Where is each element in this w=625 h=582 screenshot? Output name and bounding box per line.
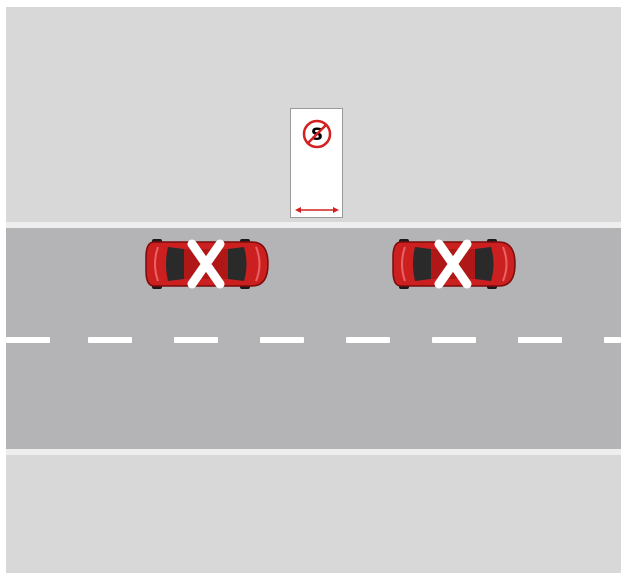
- lane-dash: [346, 337, 390, 343]
- lane-dash: [432, 337, 476, 343]
- lane-dash: [604, 337, 621, 343]
- lane-dash: [6, 337, 50, 343]
- no-stopping-sign: S: [290, 108, 343, 218]
- lane-dash: [88, 337, 132, 343]
- lane-dash: [260, 337, 304, 343]
- no-stopping-sign-icon: S: [302, 119, 332, 149]
- lane-dash: [174, 337, 218, 343]
- footpath-bottom: [6, 455, 621, 573]
- lane-dash: [518, 337, 562, 343]
- double-arrow-icon: [295, 205, 339, 215]
- parked-car-left: [144, 237, 270, 291]
- parked-car-right: [391, 237, 517, 291]
